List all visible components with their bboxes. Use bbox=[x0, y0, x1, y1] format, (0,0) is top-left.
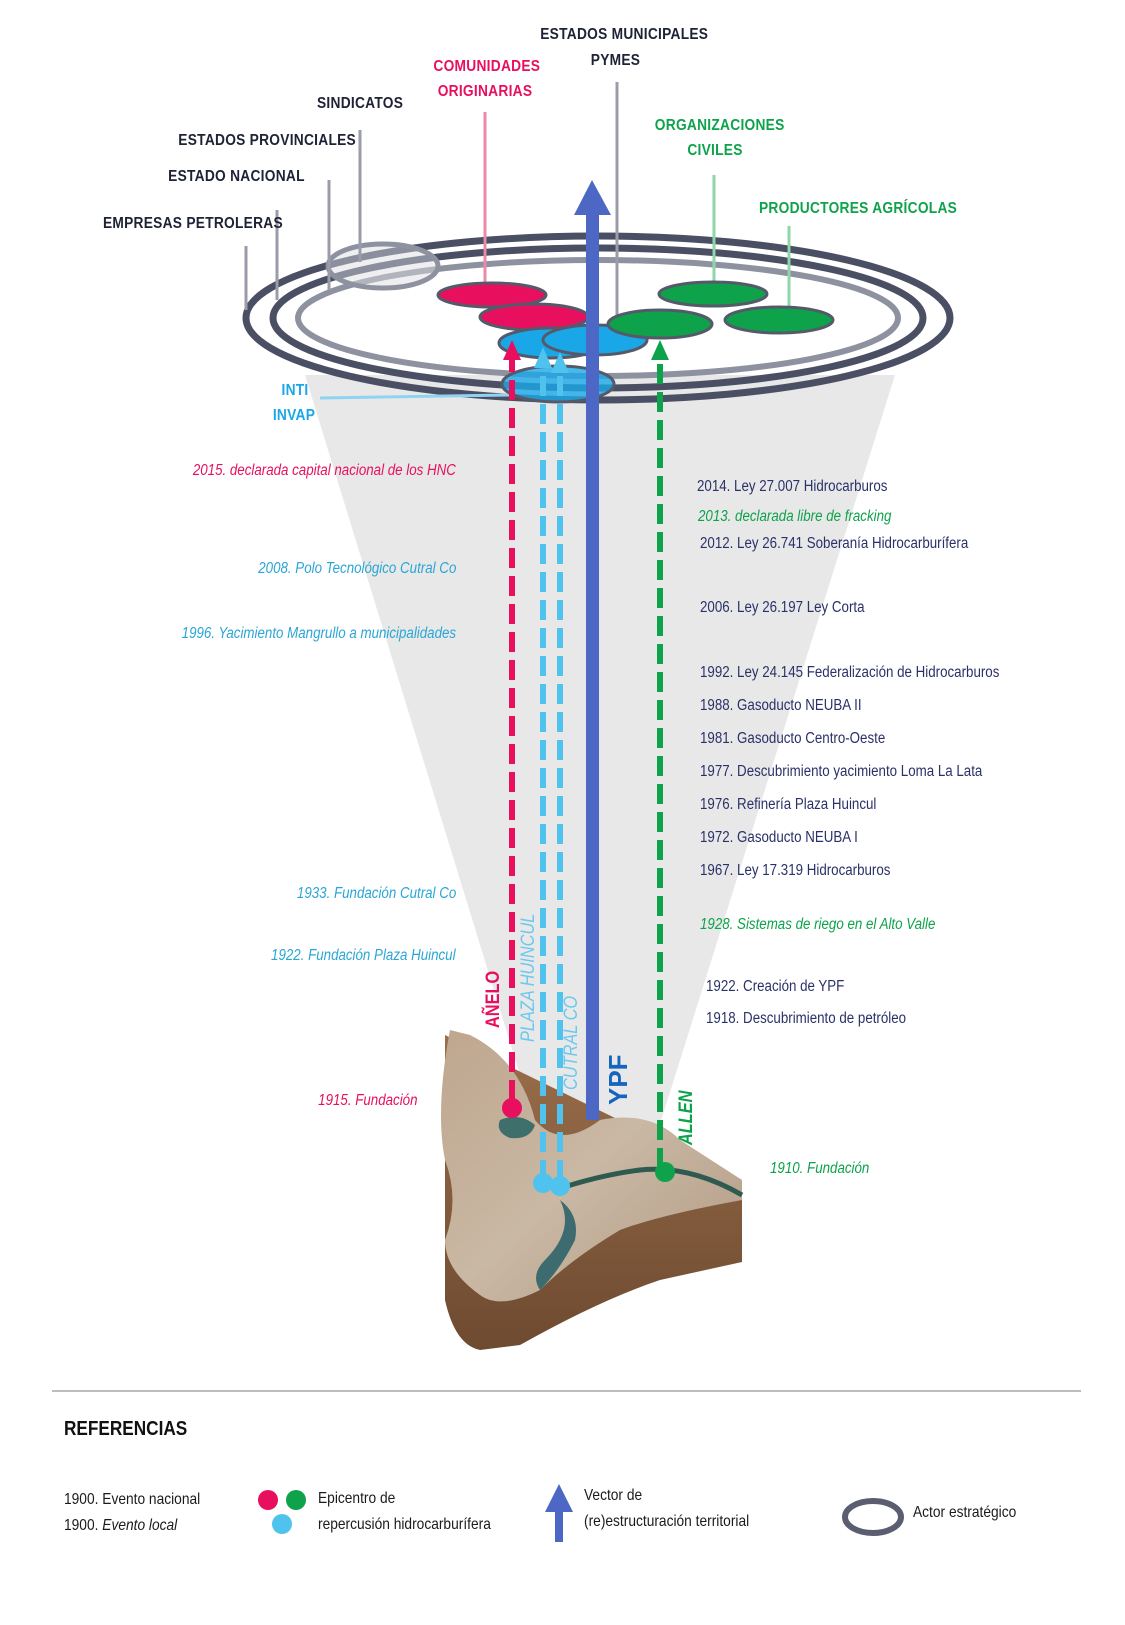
allen-epicenter bbox=[655, 1162, 675, 1182]
legend-vector-line2: (re)estructuración territorial bbox=[584, 1513, 750, 1530]
event-right-1981: 1981. Gasoducto Centro-Oeste bbox=[700, 730, 886, 747]
leader-lines bbox=[244, 82, 791, 400]
ypf-vector-bar bbox=[586, 210, 599, 1120]
legend-national-year: 1900. bbox=[64, 1491, 99, 1508]
anelo-arrowhead bbox=[503, 340, 521, 360]
event-left-1933: 1933. Fundación Cutral Co bbox=[296, 885, 456, 902]
town-label-cutral-co: CUTRAL CO bbox=[561, 995, 582, 1090]
event-right-1977: 1977. Descubrimiento yacimiento Loma La … bbox=[700, 763, 983, 780]
plaza-huincul-epicenter bbox=[533, 1173, 553, 1193]
label-invap: INVAP bbox=[272, 407, 316, 424]
event-right-1967: 1967. Ley 17.319 Hidrocarburos bbox=[700, 862, 891, 879]
legend-arrow-shaft bbox=[555, 1510, 563, 1542]
legend-local-event: 1900. Evento local bbox=[64, 1513, 177, 1539]
legend-epicentro-line1: Epicentro de bbox=[318, 1490, 396, 1507]
vectors bbox=[502, 180, 675, 1196]
event-right-1928: 1928. Sistemas de riego en el Alto Valle bbox=[700, 916, 936, 933]
event-left-1915: 1915. Fundación bbox=[317, 1092, 417, 1109]
ypf-vector-arrowhead bbox=[574, 180, 611, 215]
town-label-anelo: AÑELO bbox=[483, 970, 504, 1028]
cutral-co-epicenter bbox=[550, 1176, 570, 1196]
event-right-1922: 1922. Creación de YPF bbox=[706, 978, 845, 995]
lake-icon bbox=[498, 1116, 535, 1139]
label-pymes: PYMES bbox=[590, 52, 641, 69]
town-label-allen: ALLEN bbox=[676, 1090, 697, 1145]
event-right-1918: 1918. Descubrimiento de petróleo bbox=[706, 1010, 907, 1027]
legend-national-event: 1900. Evento nacional bbox=[64, 1487, 200, 1513]
legend-national-label: Evento nacional bbox=[102, 1491, 201, 1508]
reservoir-icon bbox=[536, 1200, 576, 1290]
cutral-co-arrowhead bbox=[551, 352, 569, 373]
event-right-1976: 1976. Refinería Plaza Huincul bbox=[700, 796, 877, 813]
plaza-huincul-arrowhead bbox=[534, 347, 552, 368]
projection-cone bbox=[305, 375, 895, 1140]
label-productores-agricolas: PRODUCTORES AGRÍCOLAS bbox=[759, 200, 958, 217]
label-organizaciones-2: CIVILES bbox=[687, 142, 743, 159]
terrain-top bbox=[441, 1030, 742, 1302]
label-estado-nacional: ESTADO NACIONAL bbox=[168, 168, 305, 185]
event-right-1972: 1972. Gasoducto NEUBA I bbox=[700, 829, 858, 846]
label-organizaciones-1: ORGANIZACIONES bbox=[654, 117, 785, 134]
legend-vector-line1: Vector de bbox=[584, 1487, 643, 1504]
event-right-2012: 2012. Ley 26.741 Soberanía Hidrocarburíf… bbox=[700, 535, 969, 552]
label-empresas-petroleras: EMPRESAS PETROLERAS bbox=[102, 215, 283, 232]
legend-pink-dot-icon bbox=[258, 1490, 278, 1510]
label-sindicatos: SINDICATOS bbox=[317, 95, 404, 112]
event-right-2014: 2014. Ley 27.007 Hidrocarburos bbox=[697, 478, 888, 495]
allen-arrowhead bbox=[651, 340, 669, 360]
legend-arrow-icon bbox=[545, 1484, 573, 1512]
anelo-epicenter bbox=[502, 1098, 522, 1118]
label-inti: INTI bbox=[281, 382, 309, 399]
comunidades-ellipse-1 bbox=[436, 281, 548, 309]
event-right-1988: 1988. Gasoducto NEUBA II bbox=[700, 697, 862, 714]
label-comunidades-1: COMUNIDADES bbox=[433, 58, 541, 75]
event-left-2008: 2008. Polo Tecnológico Cutral Co bbox=[257, 560, 456, 577]
event-left-1996: 1996. Yacimiento Mangrullo a municipalid… bbox=[181, 625, 456, 642]
label-estados-municipales: ESTADOS MUNICIPALES bbox=[540, 26, 709, 43]
ring-sindicatos bbox=[325, 241, 441, 291]
organizaciones-ellipse bbox=[657, 280, 769, 308]
town-label-ypf: YPF bbox=[603, 1054, 633, 1105]
river-icon bbox=[554, 1166, 744, 1198]
legend-green-dot-icon bbox=[286, 1490, 306, 1510]
town-label-plaza-huincul: PLAZA HUINCUL bbox=[518, 913, 539, 1042]
productores-ellipse bbox=[723, 305, 835, 335]
legend-epicentro-line2: repercusión hidrocarburífera bbox=[318, 1516, 491, 1533]
legend-title: REFERENCIAS bbox=[64, 1418, 188, 1440]
event-left-1922: 1922. Fundación Plaza Huincul bbox=[271, 947, 456, 964]
legend-ring-icon bbox=[842, 1498, 904, 1536]
legend-cyan-dot-icon bbox=[272, 1514, 292, 1534]
event-right-1992: 1992. Ley 24.145 Federalización de Hidro… bbox=[700, 664, 1000, 681]
event-right-2013: 2013. declarada libre de fracking bbox=[698, 508, 892, 525]
legend-actor-label: Actor estratégico bbox=[913, 1504, 1017, 1521]
event-left-2015: 2015. declarada capital nacional de los … bbox=[192, 462, 456, 479]
pymes-green-ellipse bbox=[606, 308, 714, 340]
event-right-2006: 2006. Ley 26.197 Ley Corta bbox=[700, 599, 865, 616]
label-comunidades-2: ORIGINARIAS bbox=[437, 83, 533, 100]
legend-local-label: Evento local bbox=[102, 1517, 178, 1534]
legend-local-year: 1900. bbox=[64, 1517, 99, 1534]
event-right-1910: 1910. Fundación bbox=[770, 1160, 870, 1177]
actor-ellipses bbox=[436, 280, 835, 404]
label-estados-provinciales: ESTADOS PROVINCIALES bbox=[178, 132, 356, 149]
